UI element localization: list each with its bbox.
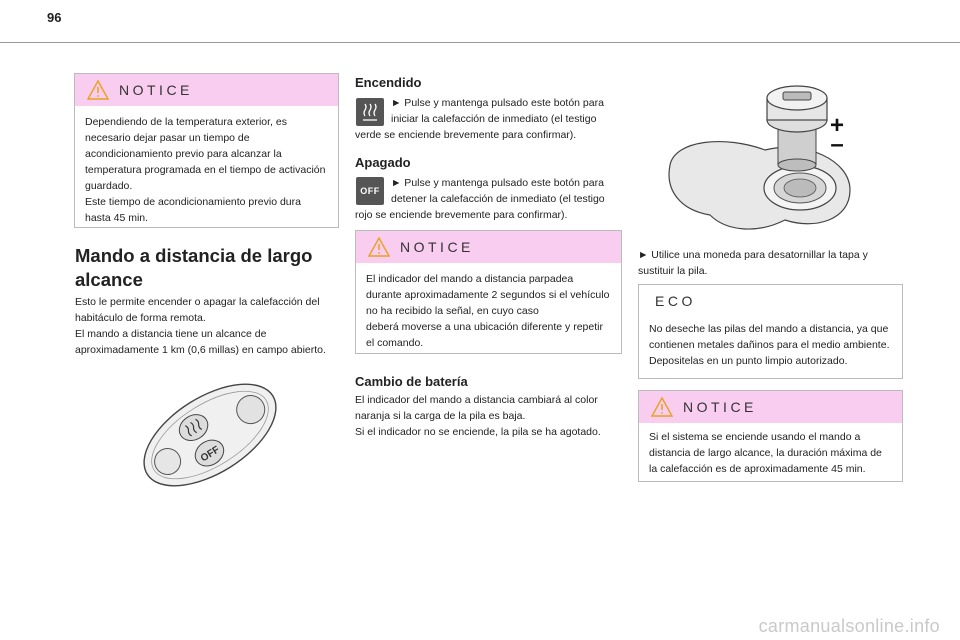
battery-plus-sign: + <box>830 112 844 139</box>
notice-line: Si el sistema se enciende usando el mand… <box>649 431 861 443</box>
coin-instruction: ► Utilice una moneda para desatornillar … <box>638 247 903 279</box>
notice-line: el comando. <box>366 337 424 349</box>
coin-line: ► Utilice una moneda para desatornillar … <box>638 249 868 261</box>
eco-header: ECO <box>639 285 902 317</box>
heading-apagado: Apagado <box>355 155 411 170</box>
notice-title: NOTICE <box>400 239 474 255</box>
notice-line: deberá moverse a una ubicación diferente… <box>366 321 603 333</box>
notice-line: Este tiempo de acondicionamiento previo … <box>85 196 301 208</box>
notice-line: distancia de largo alcance, la duración … <box>649 447 882 459</box>
battery-minus-sign: – <box>830 131 843 158</box>
intro-line: habitáculo de forma remota. <box>75 312 206 324</box>
notice-line: la calefacción es de aproximadamente 45 … <box>649 463 866 475</box>
notice-body: Dependiendo de la temperatura exterior, … <box>75 106 338 234</box>
encendido-line: verde se enciende brevemente para confir… <box>355 129 577 141</box>
section-title-line: alcance <box>75 269 143 290</box>
warning-icon <box>368 237 390 257</box>
heat-icon <box>185 418 203 437</box>
notice-box-preconditioning: NOTICE Dependiendo de la temperatura ext… <box>74 73 339 228</box>
notice-line: no ha recibido la señal, en cuyo caso <box>366 305 539 317</box>
remote-control-illustration: OFF <box>143 383 277 487</box>
notice-line: durante aproximadamente 2 segundos si el… <box>366 289 610 301</box>
apagado-line: detener la calefacción de inmediato (el … <box>391 193 605 205</box>
section-title-line: Mando a distancia de largo <box>75 245 313 266</box>
off-icon: OFF <box>356 177 384 205</box>
apagado-line: rojo se enciende brevemente para confirm… <box>355 209 568 221</box>
intro-line: El mando a distancia tiene un alcance de <box>75 328 267 340</box>
eco-line: Depositelas en un punto limpio autorizad… <box>649 355 848 367</box>
notice-line: El indicador del mando a distancia parpa… <box>366 273 574 285</box>
notice-line: hasta 45 min. <box>85 212 149 224</box>
notice-box-signal: NOTICE El indicador del mando a distanci… <box>355 230 622 354</box>
heat-on-icon <box>356 98 384 126</box>
notice-title: NOTICE <box>119 82 193 98</box>
bateria-line: El indicador del mando a distancia cambi… <box>355 394 598 406</box>
eco-box: ECO No deseche las pilas del mando a dis… <box>638 284 903 379</box>
heading-encendido: Encendido <box>355 75 422 90</box>
warning-icon <box>87 80 109 100</box>
notice-line: guardado. <box>85 180 133 192</box>
encendido-line: iniciar la calefacción de inmediato (el … <box>391 113 597 125</box>
battery-replacement-illustration: + – <box>668 85 851 230</box>
eco-title: ECO <box>655 293 696 309</box>
bateria-text: El indicador del mando a distancia cambi… <box>355 392 625 440</box>
intro-line: aproximadamente 1 km (0,6 millas) en cam… <box>75 344 326 356</box>
eco-body: No deseche las pilas del mando a distanc… <box>639 317 902 377</box>
apagado-line: ► Pulse y mantenga pulsado este botón pa… <box>391 177 604 189</box>
notice-header: NOTICE <box>75 74 338 106</box>
apagado-text: ► Pulse y mantenga pulsado este botón pa… <box>355 175 620 223</box>
notice-line: temperatura programada en el tiempo de a… <box>85 164 326 176</box>
notice-title: NOTICE <box>683 399 757 415</box>
warning-icon <box>651 397 673 417</box>
encendido-line: ► Pulse y mantenga pulsado este botón pa… <box>391 97 604 109</box>
off-icon-label: OFF <box>360 186 380 196</box>
coin-line: sustituir la pila. <box>638 265 708 277</box>
heading-bateria: Cambio de batería <box>355 374 468 389</box>
notice-header: NOTICE <box>356 231 621 263</box>
bateria-line: Si el indicador no se enciende, la pila … <box>355 426 601 438</box>
notice-line: acondicionamiento previo para alcanzar l… <box>85 148 282 160</box>
notice-body: Si el sistema se enciende usando el mand… <box>639 423 902 485</box>
eco-line: No deseche las pilas del mando a distanc… <box>649 323 889 335</box>
intro-paragraph: Esto le permite encender o apagar la cal… <box>75 294 345 358</box>
watermark-footer: carmanualsonline.info <box>758 616 940 636</box>
header-rule <box>0 42 960 43</box>
encendido-text: ► Pulse y mantenga pulsado este botón pa… <box>355 95 620 143</box>
notice-header: NOTICE <box>639 391 902 423</box>
notice-line: necesario dejar pasar un tiempo de <box>85 132 250 144</box>
intro-line: Esto le permite encender o apagar la cal… <box>75 296 320 308</box>
notice-body: El indicador del mando a distancia parpa… <box>356 263 621 359</box>
notice-box-duration: NOTICE Si el sistema se enciende usando … <box>638 390 903 482</box>
section-title: Mando a distancia de largo alcance <box>75 244 335 292</box>
eco-line: contienen metales dañinos para el medio … <box>649 339 890 351</box>
bateria-line: naranja si la carga de la pila es baja. <box>355 410 526 422</box>
page-number: 96 <box>47 10 62 25</box>
notice-line: Dependiendo de la temperatura exterior, … <box>85 116 287 128</box>
